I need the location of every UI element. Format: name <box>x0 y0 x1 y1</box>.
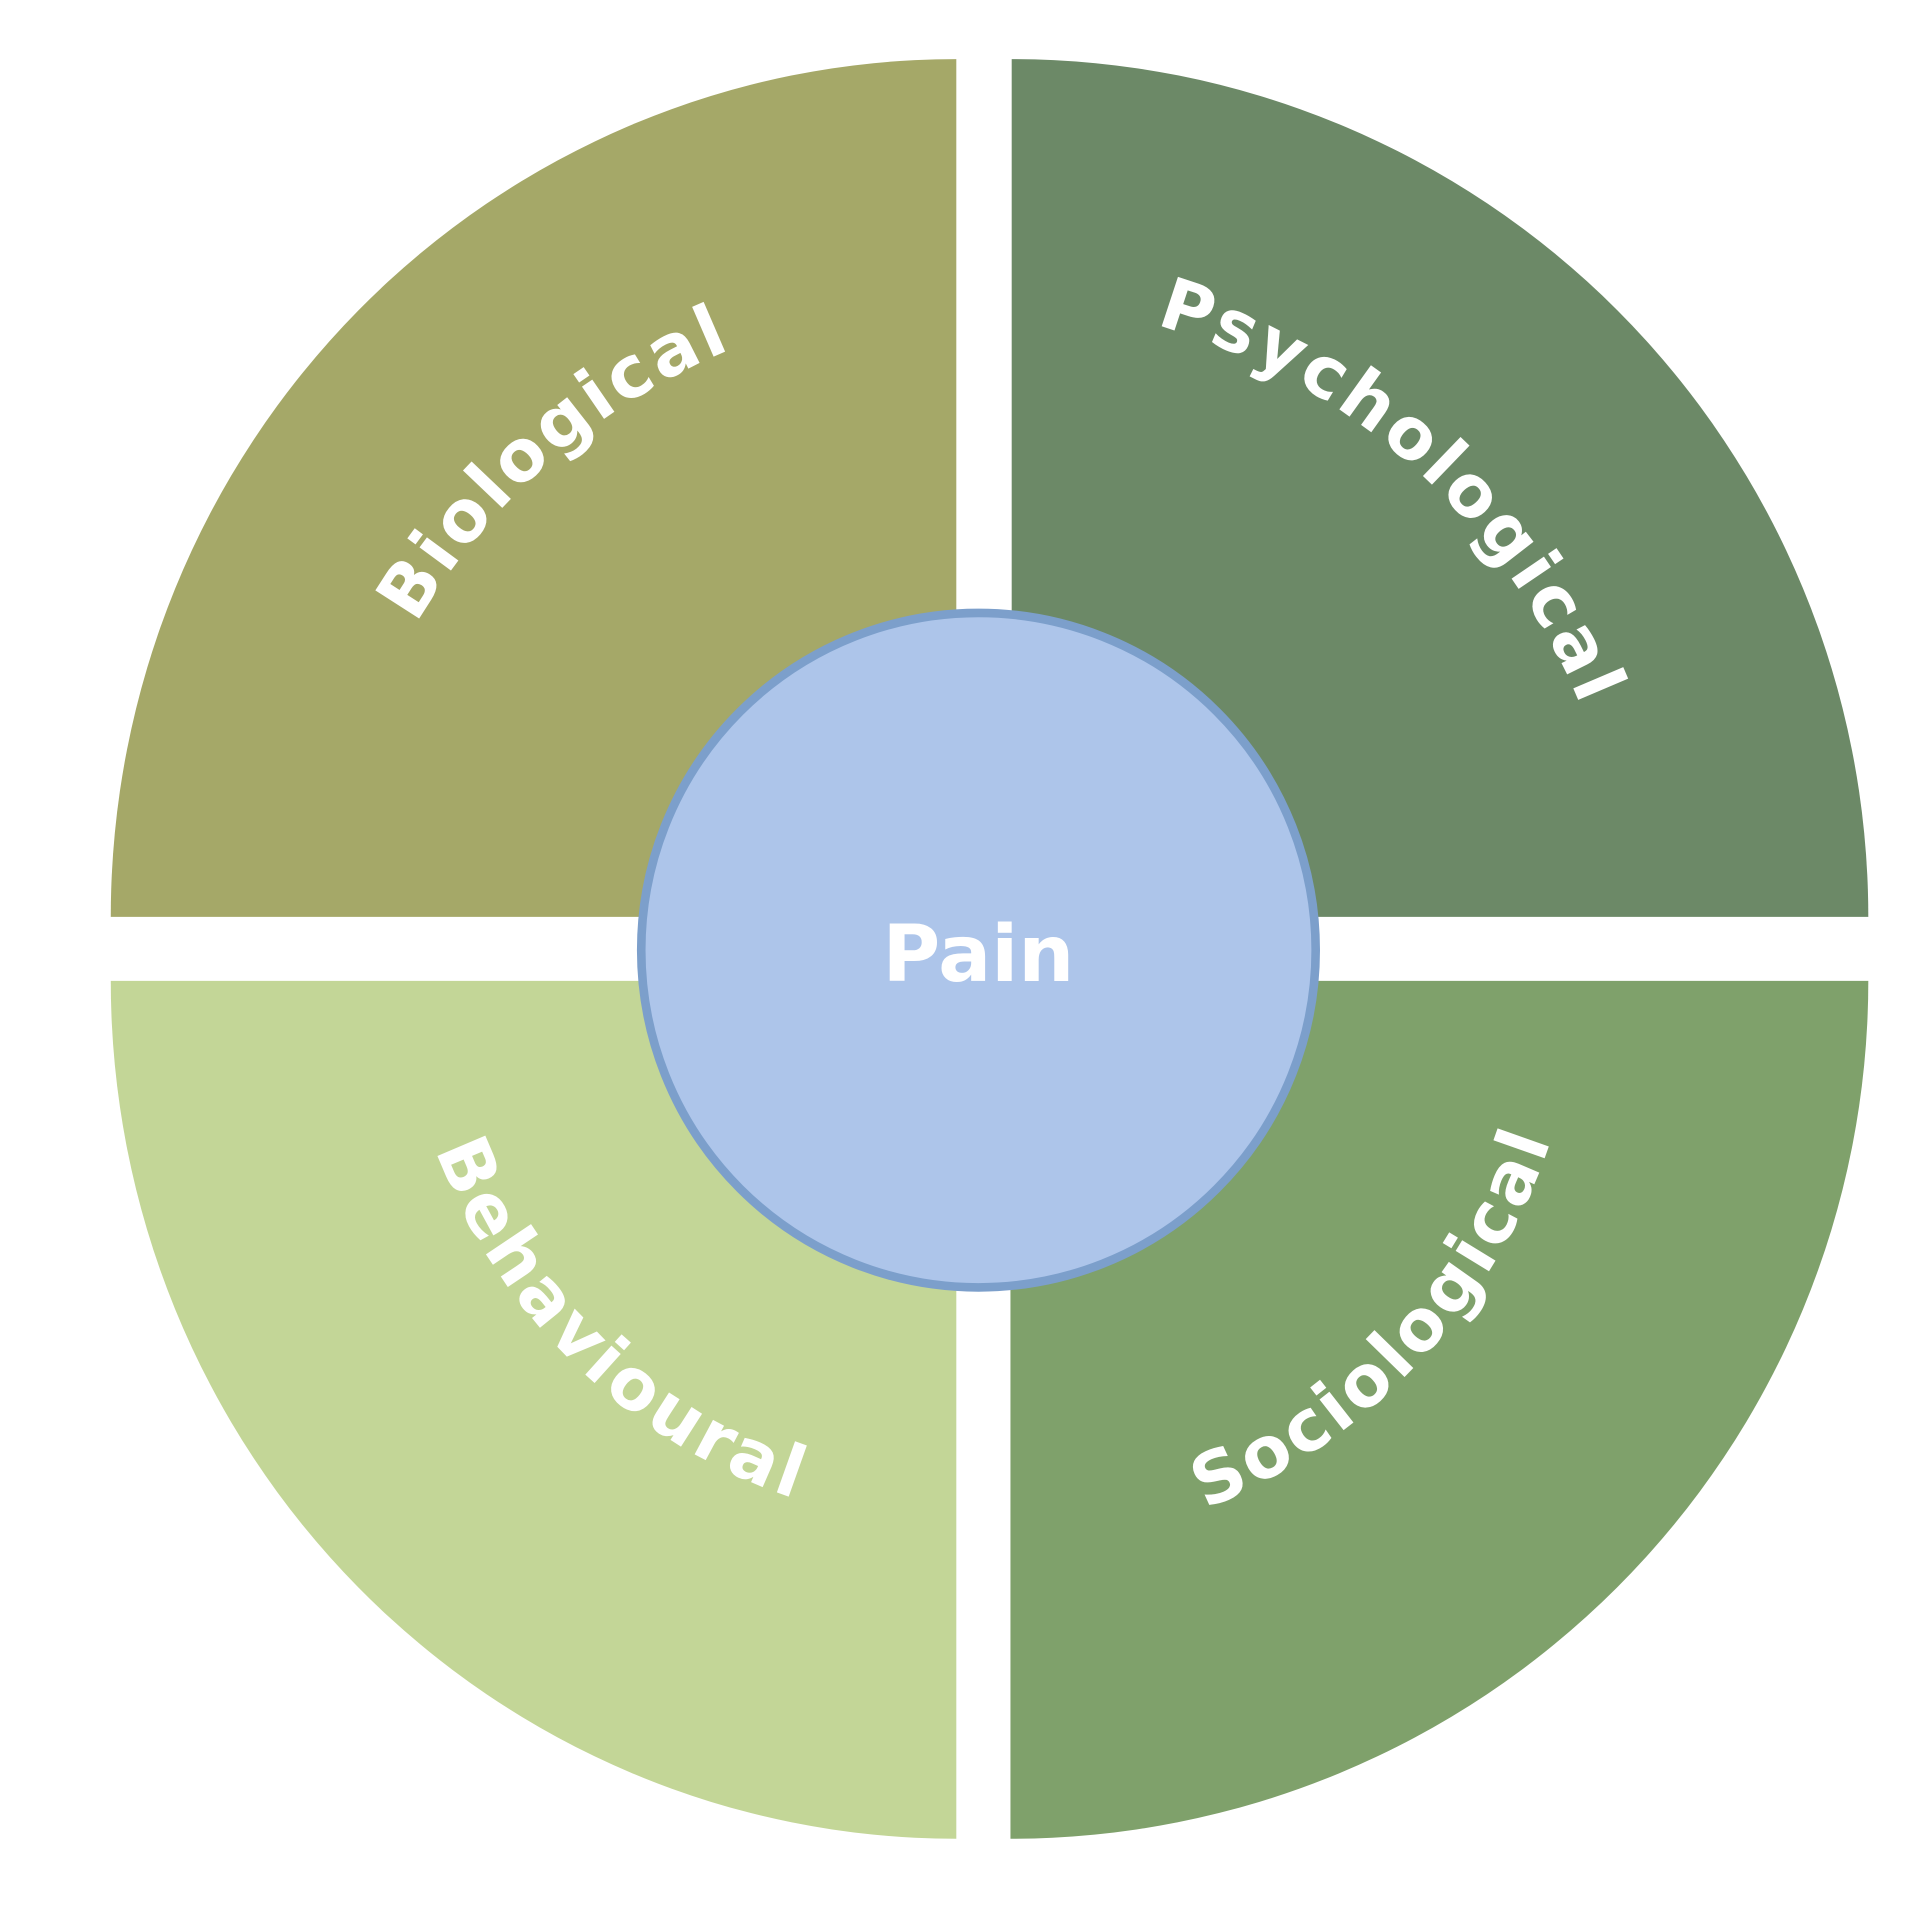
segment-sociological <box>1010 980 1869 1839</box>
center-circle <box>636 608 1320 1292</box>
segment-psychological <box>1011 59 1869 917</box>
center-label: Pain <box>883 908 1075 1000</box>
